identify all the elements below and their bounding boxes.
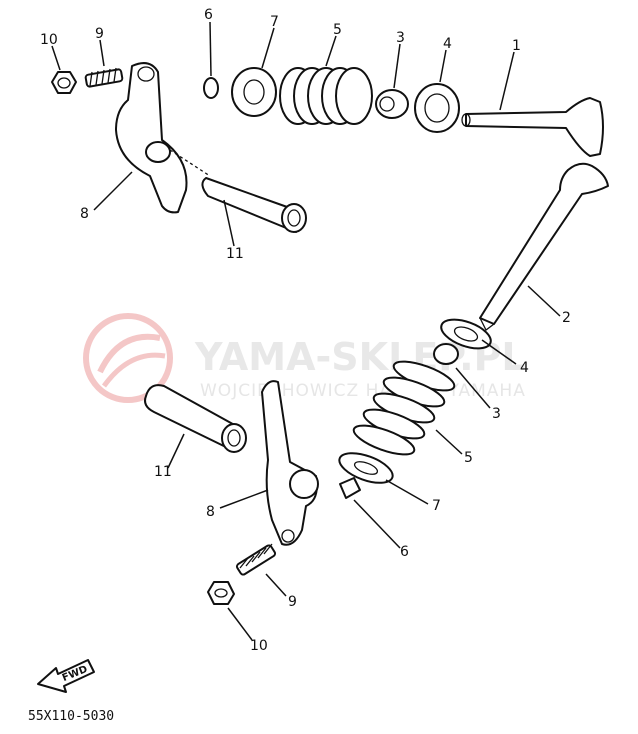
label-upper-6: 6 xyxy=(204,7,213,23)
label-lower-4: 4 xyxy=(520,360,529,376)
label-lower-3: 3 xyxy=(492,406,501,422)
rocker-arm-lower xyxy=(261,380,319,546)
adjusting-screw-lower xyxy=(235,543,277,576)
label-upper-9: 9 xyxy=(95,26,104,42)
diagram-code: 55X110-5030 xyxy=(28,709,114,724)
valve-stem-seal-lower xyxy=(433,343,459,365)
rocker-shaft-lower xyxy=(144,384,247,453)
fwd-arrow-icon: FWD xyxy=(37,659,95,693)
adjusting-screw-upper xyxy=(84,67,124,88)
label-upper-11: 11 xyxy=(226,246,244,262)
spring-retainer-upper xyxy=(231,67,277,117)
label-upper-10: 10 xyxy=(40,32,58,48)
nut-lower xyxy=(207,581,235,605)
valve-stem-seal-upper xyxy=(375,89,409,119)
spring-seat-upper xyxy=(414,83,460,133)
spring-seat-lower xyxy=(440,318,492,350)
label-upper-3: 3 xyxy=(396,30,405,46)
valve-cotter-lower xyxy=(339,477,361,499)
watermark-logo-icon xyxy=(83,313,173,403)
label-lower-11: 11 xyxy=(154,464,172,480)
label-lower-7: 7 xyxy=(432,498,441,514)
label-upper-7: 7 xyxy=(270,14,279,30)
label-upper-8: 8 xyxy=(80,206,89,222)
label-upper-4: 4 xyxy=(443,36,452,52)
valve-cotter-upper xyxy=(203,77,219,99)
watermark-subtitle: WOJCIECHOWICZ HANDEL YAMAHA xyxy=(200,381,526,401)
label-lower-8: 8 xyxy=(206,504,215,520)
valve-spring-lower xyxy=(352,360,456,456)
nut-upper xyxy=(51,71,77,94)
label-lower-10: 10 xyxy=(250,638,268,654)
intake-valve xyxy=(461,97,604,157)
label-lower-9: 9 xyxy=(288,594,297,610)
spring-retainer-lower xyxy=(338,452,394,484)
label-upper-5: 5 xyxy=(333,22,342,38)
exhaust-valve xyxy=(479,162,609,331)
rocker-shaft-upper xyxy=(169,149,307,233)
label-upper-1: 1 xyxy=(512,38,521,54)
label-upper-2: 2 xyxy=(562,310,571,326)
rocker-arm-upper xyxy=(115,62,188,214)
leader-lines xyxy=(51,21,561,641)
label-lower-5: 5 xyxy=(464,450,473,466)
label-lower-6: 6 xyxy=(400,544,409,560)
valve-spring-upper xyxy=(279,67,373,125)
